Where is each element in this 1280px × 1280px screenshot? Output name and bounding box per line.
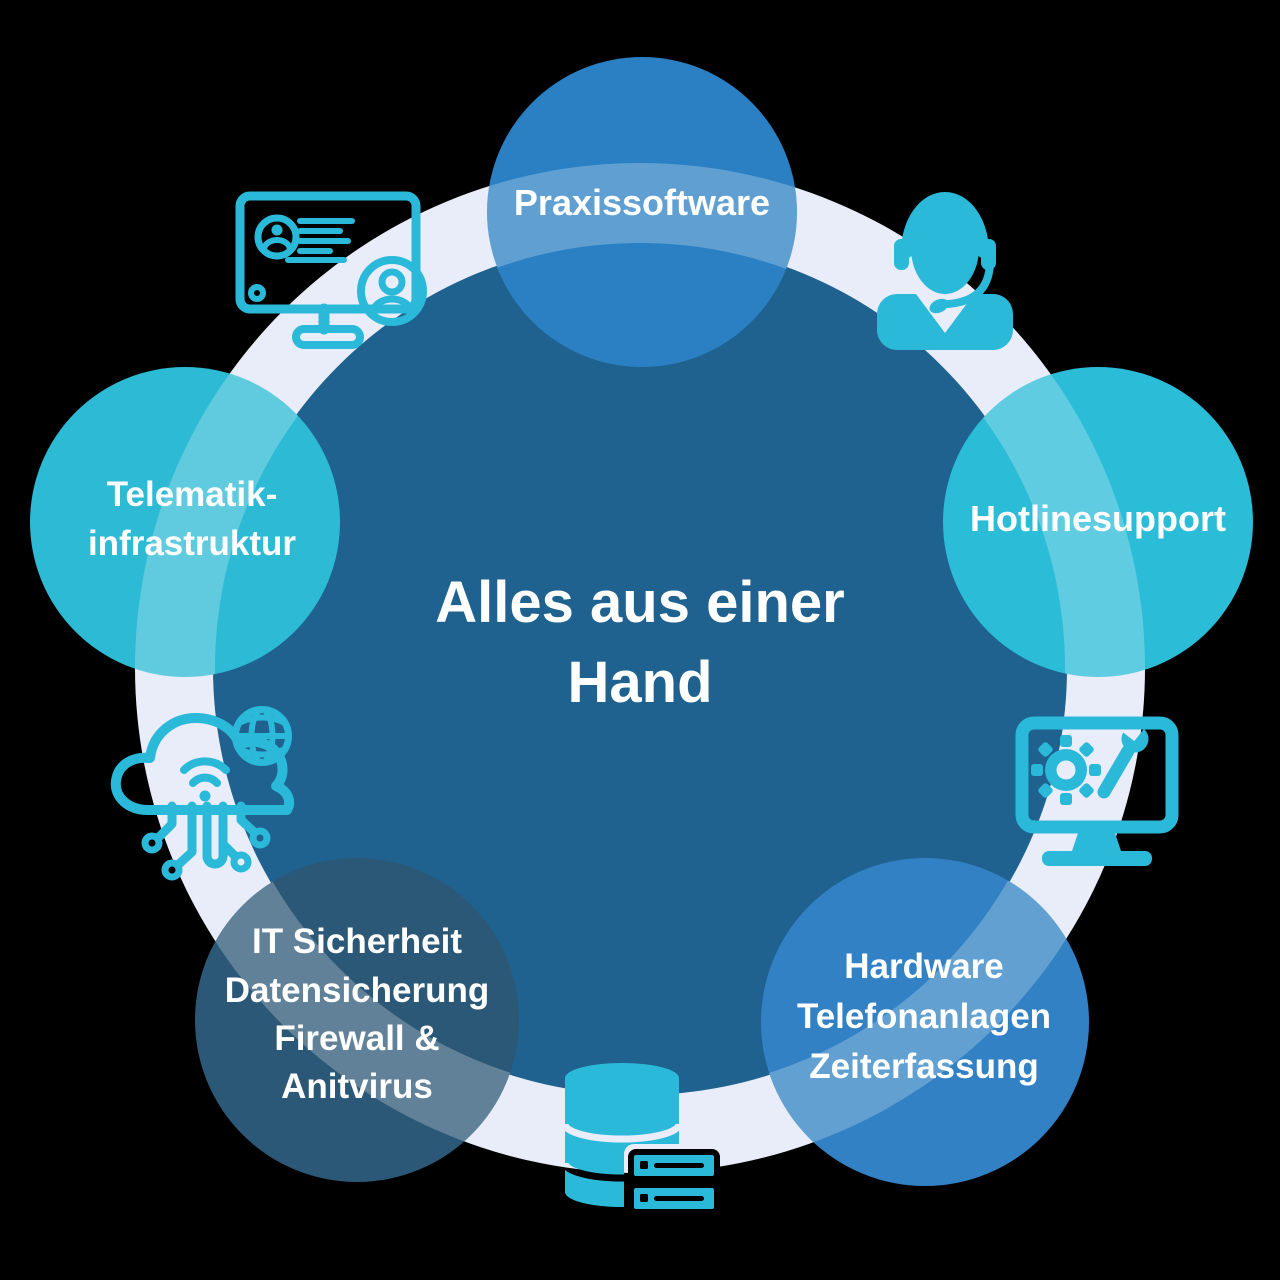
label-telematik: Telematik- infrastruktur: [88, 475, 296, 563]
svg-text:Firewall &: Firewall &: [274, 1019, 439, 1058]
svg-text:Telematik-: Telematik-: [107, 475, 278, 514]
label-hardware: Hardware Telefonanlagen Zeiterfassung: [797, 947, 1051, 1086]
label-hotlinesupport: Hotlinesupport: [970, 498, 1226, 539]
server-leds: [640, 1161, 704, 1202]
database-server-icon: [565, 1063, 720, 1215]
svg-text:IT Sicherheit: IT Sicherheit: [252, 922, 462, 961]
gear-teeth: [1031, 735, 1101, 805]
monitor-gear-wrench-icon: [1015, 716, 1179, 866]
patient-record-monitor-icon: [235, 191, 427, 349]
svg-text:Zeiterfassung: Zeiterfassung: [809, 1047, 1039, 1086]
svg-text:Hardware: Hardware: [844, 947, 1004, 986]
center-title-line1: Alles aus einer: [435, 570, 844, 635]
center-title-line2: Hand: [568, 650, 713, 715]
headset-support-icon: [877, 192, 1013, 350]
svg-text:Telefonanlagen: Telefonanlagen: [797, 997, 1051, 1036]
label-it-sicherheit: IT Sicherheit Datensicherung Firewall & …: [225, 922, 490, 1106]
svg-text:Datensicherung: Datensicherung: [225, 971, 490, 1010]
center-title: Alles aus einer Hand: [435, 570, 844, 715]
label-praxissoftware: Praxissoftware: [514, 182, 770, 223]
svg-text:infrastruktur: infrastruktur: [88, 524, 296, 563]
cloud-network-icon: [110, 706, 295, 881]
node-labels: Praxissoftware Hotlinesupport Hardware T…: [88, 182, 1226, 1106]
svg-text:Anitvirus: Anitvirus: [281, 1067, 433, 1106]
